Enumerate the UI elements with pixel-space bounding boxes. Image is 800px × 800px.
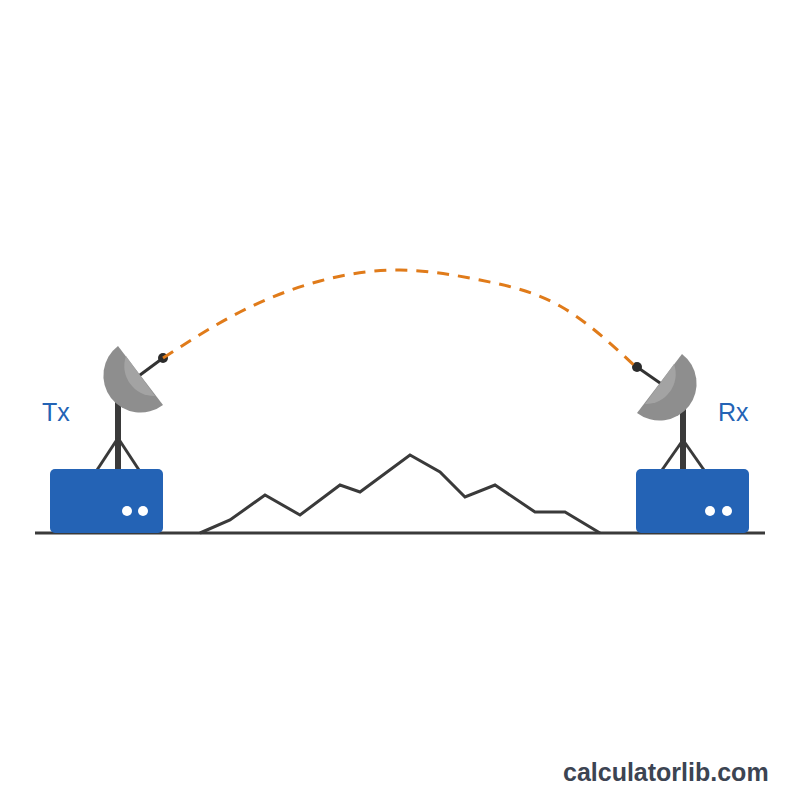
dish <box>103 346 163 413</box>
dish-inner <box>124 356 155 396</box>
feed-horn <box>158 353 168 363</box>
rx-station <box>632 354 749 533</box>
feed-arm <box>140 358 163 375</box>
mast-leg <box>683 440 704 470</box>
mast <box>680 400 686 470</box>
indicator-dot <box>705 506 715 516</box>
tx-station <box>50 346 168 533</box>
feed-horn <box>632 362 642 372</box>
terrain-profile <box>200 455 600 533</box>
mast-leg <box>97 438 118 470</box>
station-label: Tx <box>42 400 70 425</box>
ground-line <box>35 532 765 535</box>
indicator-dot <box>122 506 132 516</box>
indicator-dot <box>138 506 148 516</box>
dish <box>637 354 697 421</box>
station-node: Rx <box>636 345 760 535</box>
equipment-box <box>50 469 163 533</box>
signal-path <box>163 270 636 367</box>
feed-arm <box>637 367 660 383</box>
watermark: calculatorlib.com <box>563 758 769 787</box>
dish-inner <box>645 364 676 404</box>
indicator-dot <box>722 506 732 516</box>
mast <box>115 392 121 470</box>
station-node: Tx <box>40 345 163 535</box>
mast-leg <box>118 438 139 470</box>
equipment-box <box>636 469 749 533</box>
mast-leg <box>662 440 683 470</box>
station-label: Rx <box>718 400 749 425</box>
